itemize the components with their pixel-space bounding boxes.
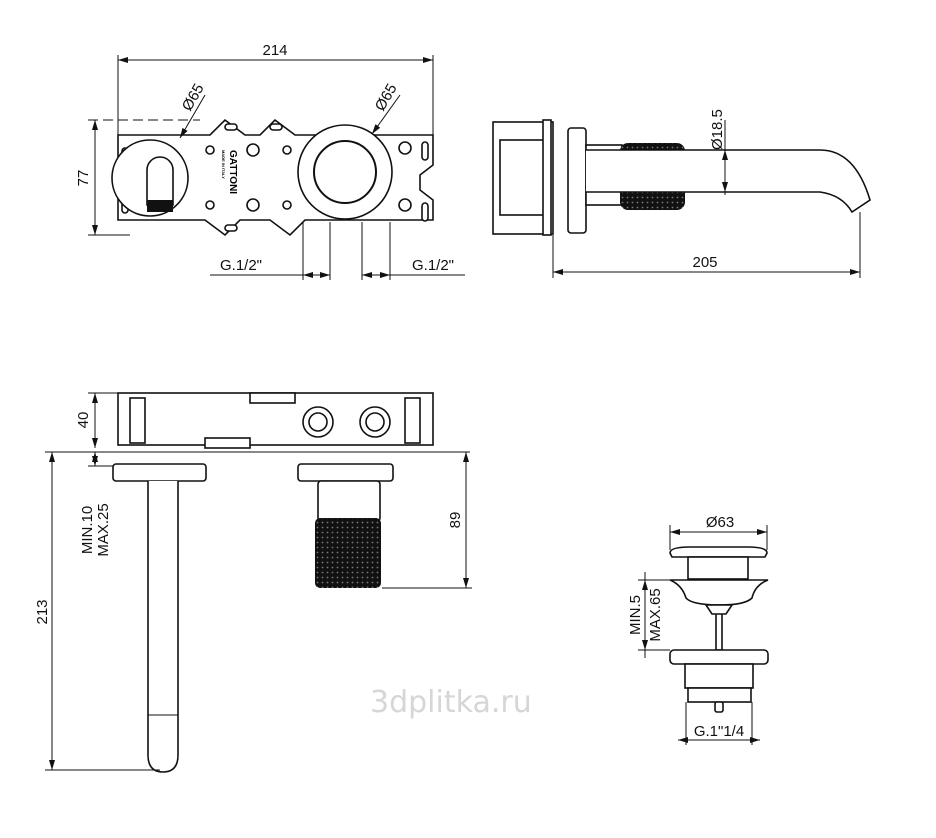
spout-diameter-side: Ø18.5 bbox=[709, 109, 726, 150]
handle-flange bbox=[297, 463, 394, 482]
spout-length-dimension: 213 bbox=[34, 599, 51, 624]
drain-flange bbox=[669, 579, 769, 606]
logo-subtext: MADE IN ITALY bbox=[221, 150, 226, 179]
spout-flange bbox=[112, 463, 207, 482]
projection-dimension: 205 bbox=[692, 254, 717, 271]
drain-min: MIN.5 bbox=[627, 595, 644, 635]
front-view: 40 MIN.10 MAX.25 213 89 bbox=[34, 392, 472, 773]
height-dimension: 77 bbox=[75, 170, 92, 187]
drain-view: Ø63 MIN.5 MAX.65 G.1"1/4 bbox=[627, 514, 769, 745]
drain-lower-flange bbox=[669, 649, 769, 665]
side-view: Ø18.5 205 bbox=[492, 109, 871, 278]
inlet-left-thread: G.1/2" bbox=[220, 257, 262, 274]
inlet-right-thread: G.1/2" bbox=[412, 257, 454, 274]
wall-max: MAX.25 bbox=[95, 503, 112, 556]
spout-front bbox=[147, 481, 179, 773]
aerator bbox=[147, 200, 173, 212]
watermark: 3dplitka.ru bbox=[370, 685, 532, 720]
width-dimension: 214 bbox=[262, 42, 287, 59]
logo-text: GATTONI bbox=[227, 150, 238, 194]
drain-thread: G.1"1/4 bbox=[694, 723, 744, 740]
gattoni-logo: GATTONI MADE IN ITALY bbox=[221, 150, 238, 194]
drain-cap bbox=[669, 546, 768, 558]
cap-diameter: Ø63 bbox=[706, 514, 734, 531]
handle-diameter: Ø65 bbox=[372, 81, 401, 114]
handle-dimension: 89 bbox=[447, 512, 464, 529]
box-depth-dimension: 40 bbox=[75, 412, 92, 429]
side-flange bbox=[567, 127, 587, 234]
knurled-handle-front bbox=[315, 518, 381, 588]
wall-min: MIN.10 bbox=[79, 506, 96, 554]
spout-side bbox=[586, 149, 871, 214]
drain-max: MAX.65 bbox=[647, 588, 664, 641]
top-view: 214 77 GATTONI MADE IN ITALY Ø65 Ø65 bbox=[75, 42, 465, 280]
